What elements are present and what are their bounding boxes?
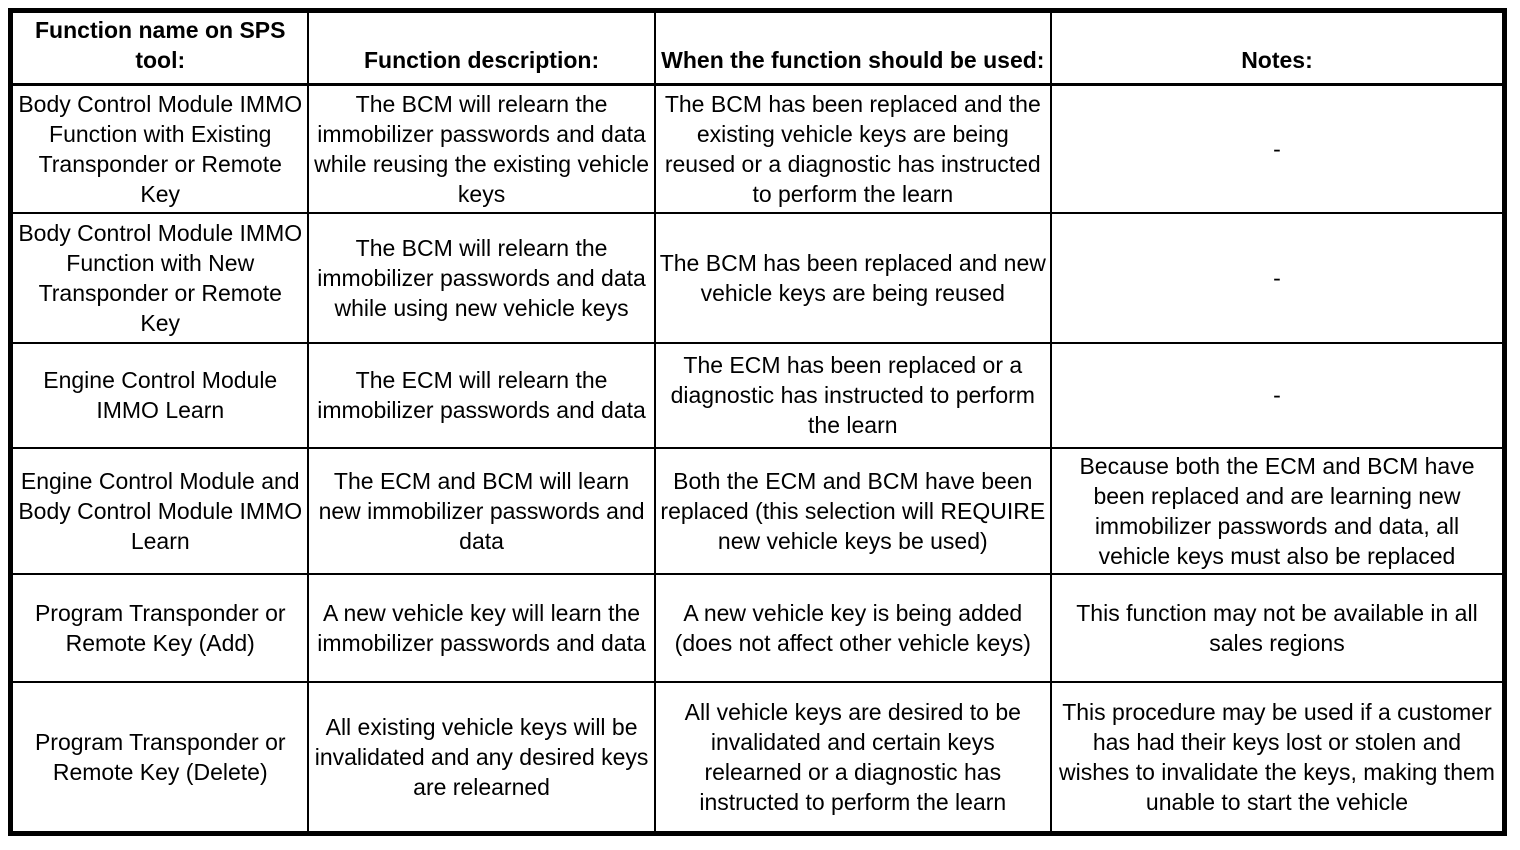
cell-function-description: The BCM will relearn the immobilizer pas… bbox=[307, 211, 656, 344]
cell-function-name: Program Transponder or Remote Key (Delet… bbox=[9, 680, 310, 835]
cell-when-used: All vehicle keys are desired to be inval… bbox=[653, 680, 1052, 835]
table-row: Program Transponder or Remote Key (Delet… bbox=[9, 680, 1506, 835]
cell-function-description: The ECM will relearn the immobilizer pas… bbox=[307, 341, 656, 449]
table-header: Function name on SPS tool: Function desc… bbox=[9, 9, 1506, 86]
table-row: Engine Control Module and Body Control M… bbox=[9, 446, 1506, 575]
cell-when-used: The BCM has been replaced and the existi… bbox=[653, 83, 1052, 214]
cell-function-name: Body Control Module IMMO Function with N… bbox=[9, 211, 310, 344]
column-header-function-name: Function name on SPS tool: bbox=[9, 9, 310, 86]
table-row: Engine Control Module IMMO Learn The ECM… bbox=[9, 341, 1506, 449]
cell-function-description: A new vehicle key will learn the immobil… bbox=[307, 572, 656, 683]
cell-function-name: Engine Control Module IMMO Learn bbox=[9, 341, 310, 449]
cell-notes: - bbox=[1049, 211, 1506, 344]
cell-notes: - bbox=[1049, 83, 1506, 214]
table-header-row: Function name on SPS tool: Function desc… bbox=[9, 9, 1506, 86]
cell-function-name: Body Control Module IMMO Function with E… bbox=[9, 83, 310, 214]
table-body: Body Control Module IMMO Function with E… bbox=[9, 83, 1506, 835]
cell-when-used: A new vehicle key is being added (does n… bbox=[653, 572, 1052, 683]
cell-function-name: Program Transponder or Remote Key (Add) bbox=[9, 572, 310, 683]
cell-when-used: Both the ECM and BCM have been replaced … bbox=[653, 446, 1052, 575]
column-header-notes: Notes: bbox=[1049, 9, 1506, 86]
cell-notes: This function may not be available in al… bbox=[1049, 572, 1506, 683]
cell-notes: Because both the ECM and BCM have been r… bbox=[1049, 446, 1506, 575]
cell-function-description: The BCM will relearn the immobilizer pas… bbox=[307, 83, 656, 214]
table-row: Body Control Module IMMO Function with E… bbox=[9, 83, 1506, 214]
cell-when-used: The ECM has been replaced or a diagnosti… bbox=[653, 341, 1052, 449]
sps-functions-table: Function name on SPS tool: Function desc… bbox=[8, 8, 1507, 836]
table-row: Program Transponder or Remote Key (Add) … bbox=[9, 572, 1506, 683]
cell-function-name: Engine Control Module and Body Control M… bbox=[9, 446, 310, 575]
cell-when-used: The BCM has been replaced and new vehicl… bbox=[653, 211, 1052, 344]
column-header-when-used: When the function should be used: bbox=[653, 9, 1052, 86]
column-header-function-description: Function description: bbox=[307, 9, 656, 86]
cell-function-description: The ECM and BCM will learn new immobiliz… bbox=[307, 446, 656, 575]
cell-notes: - bbox=[1049, 341, 1506, 449]
table-row: Body Control Module IMMO Function with N… bbox=[9, 211, 1506, 344]
cell-notes: This procedure may be used if a customer… bbox=[1049, 680, 1506, 835]
cell-function-description: All existing vehicle keys will be invali… bbox=[307, 680, 656, 835]
